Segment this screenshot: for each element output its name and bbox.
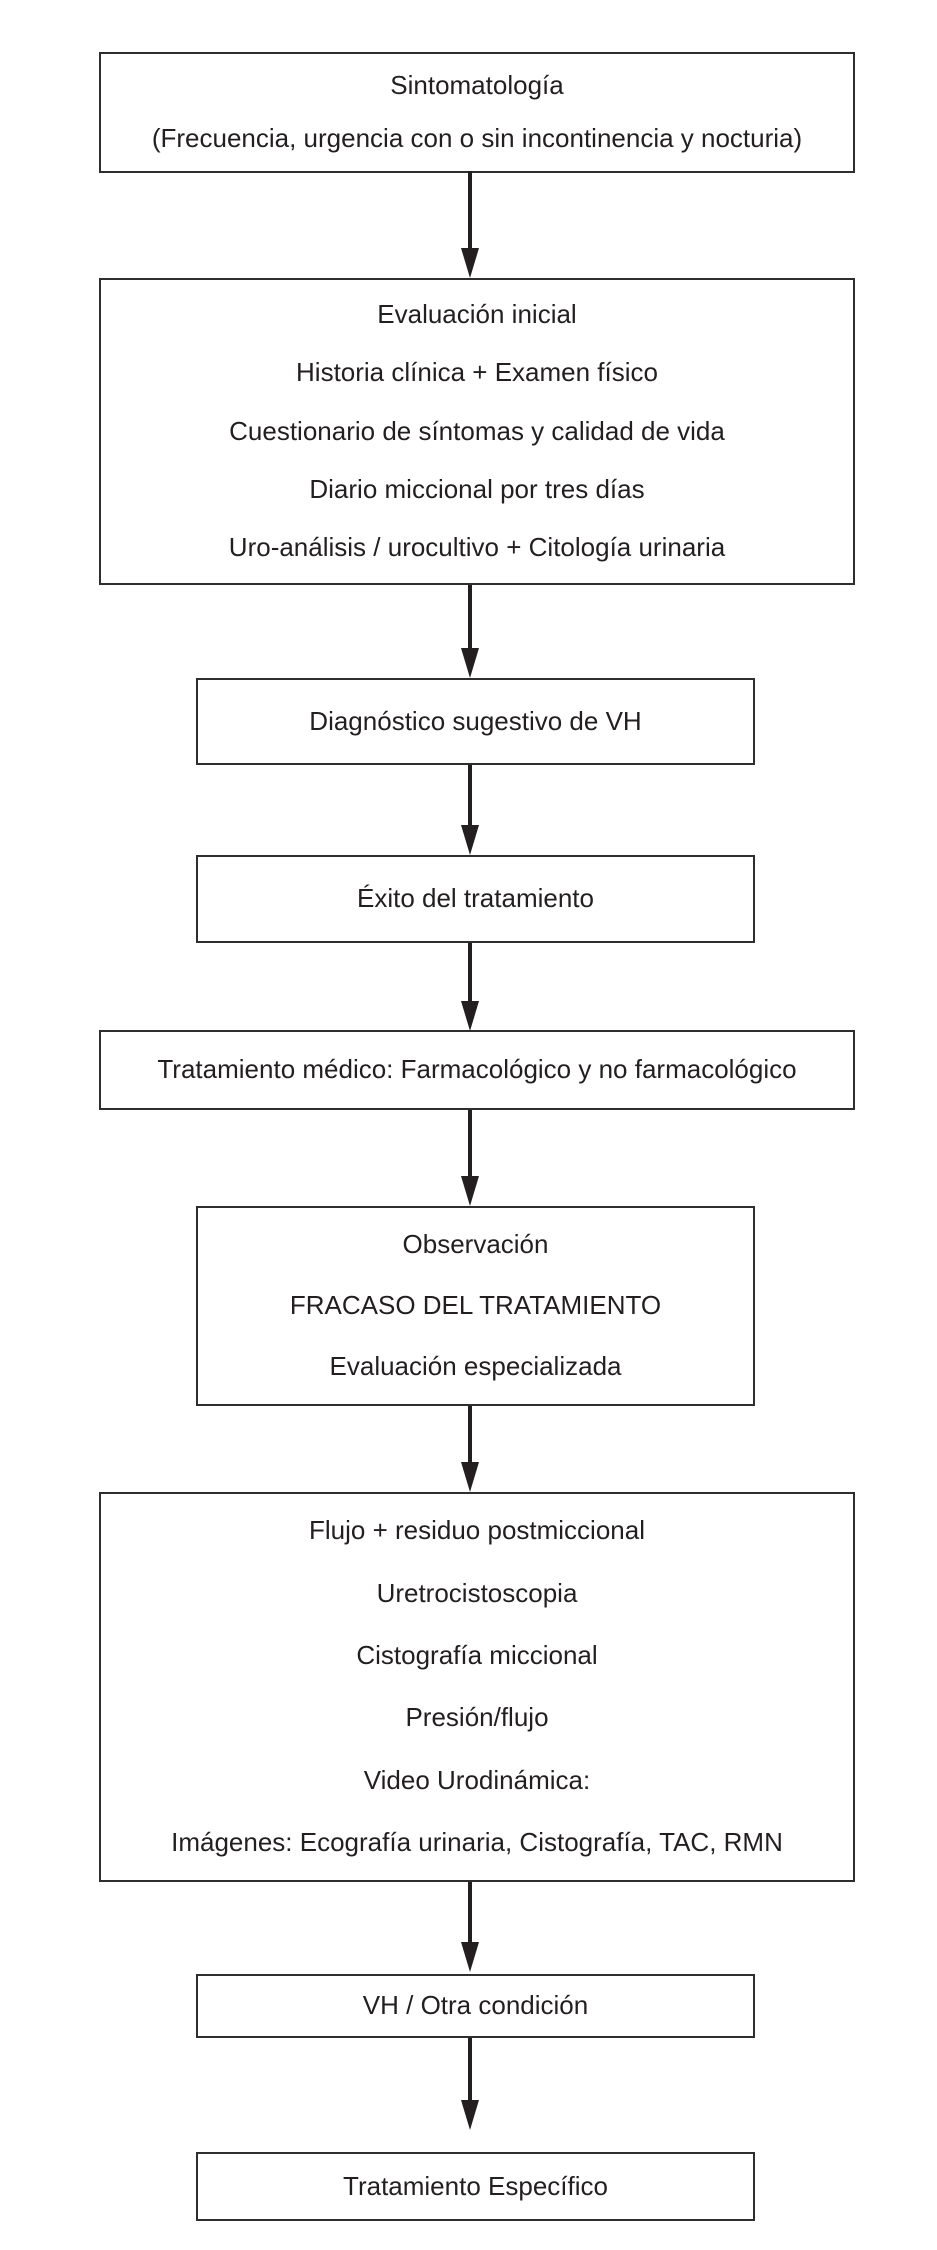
arrow-head xyxy=(461,1462,479,1492)
arrow-head xyxy=(461,648,479,678)
node-line: Diario miccional por tres días xyxy=(309,473,645,504)
arrow-head xyxy=(461,825,479,855)
down-arrow-icon xyxy=(458,171,482,278)
down-arrow-icon xyxy=(458,1882,482,1972)
node-line: Cuestionario de síntomas y calidad de vi… xyxy=(229,415,725,446)
node-diagnostico-sugestivo-vh: Diagnóstico sugestivo de VH xyxy=(196,678,755,765)
arrow-head xyxy=(461,1176,479,1206)
node-line: Uretrocistoscopia xyxy=(376,1577,578,1608)
arrow-shaft xyxy=(468,585,472,648)
node-line: Uro-análisis / urocultivo + Citología ur… xyxy=(228,531,726,562)
node-line: Evaluación inicial xyxy=(377,299,577,330)
down-arrow-icon xyxy=(458,943,482,1031)
node-line: Video Urodinámica: xyxy=(363,1764,591,1795)
arrow-head xyxy=(461,1942,479,1972)
node-line: VH / Otra condición xyxy=(362,1990,589,2021)
node-line: Historia clínica + Examen físico xyxy=(296,357,658,388)
arrow-shaft xyxy=(468,171,472,248)
arrow-shaft xyxy=(468,943,472,1001)
node-line: Flujo + residuo postmiccional xyxy=(309,1515,645,1546)
arrow-shaft xyxy=(468,1406,472,1462)
arrow-shaft xyxy=(468,765,472,825)
node-line: Imágenes: Ecografía urinaria, Cistografí… xyxy=(171,1826,783,1857)
arrow-head xyxy=(461,2100,479,2130)
node-vh-otra-condicion: VH / Otra condición xyxy=(196,1974,755,2038)
node-line: Observación xyxy=(402,1228,549,1259)
node-line: Sintomatología xyxy=(390,70,564,101)
node-line: Presión/flujo xyxy=(405,1702,549,1733)
node-line: Diagnóstico sugestivo de VH xyxy=(309,705,642,736)
node-line: Tratamiento Específico xyxy=(343,2170,608,2201)
node-line: FRACASO DEL TRATAMIENTO xyxy=(289,1290,662,1321)
down-arrow-icon xyxy=(458,2038,482,2130)
node-line: Éxito del tratamiento xyxy=(356,883,594,914)
node-tratamiento-medico: Tratamiento médico: Farmacológico y no f… xyxy=(99,1030,855,1110)
down-arrow-icon xyxy=(458,1406,482,1492)
node-line: Cistografía miccional xyxy=(356,1639,598,1670)
node-evaluacion-especializada-estudios: Flujo + residuo postmiccional Uretrocist… xyxy=(99,1492,855,1882)
arrow-shaft xyxy=(468,2038,472,2100)
arrow-shaft xyxy=(468,1110,472,1176)
node-sintomatologia: Sintomatología (Frecuencia, urgencia con… xyxy=(99,52,855,173)
node-tratamiento-especifico: Tratamiento Específico xyxy=(196,2152,755,2221)
node-evaluacion-inicial: Evaluación inicial Historia clínica + Ex… xyxy=(99,278,855,585)
down-arrow-icon xyxy=(458,1110,482,1206)
down-arrow-icon xyxy=(458,765,482,855)
arrow-shaft xyxy=(468,1882,472,1942)
node-exito-del-tratamiento: Éxito del tratamiento xyxy=(196,855,755,943)
node-line: (Frecuencia, urgencia con o sin incontin… xyxy=(151,122,803,153)
node-line: Evaluación especializada xyxy=(329,1351,622,1382)
node-observacion-fracaso: Observación FRACASO DEL TRATAMIENTO Eval… xyxy=(196,1206,755,1406)
arrow-head xyxy=(461,1001,479,1031)
arrow-head xyxy=(461,248,479,278)
node-line: Tratamiento médico: Farmacológico y no f… xyxy=(157,1054,797,1085)
down-arrow-icon xyxy=(458,585,482,678)
